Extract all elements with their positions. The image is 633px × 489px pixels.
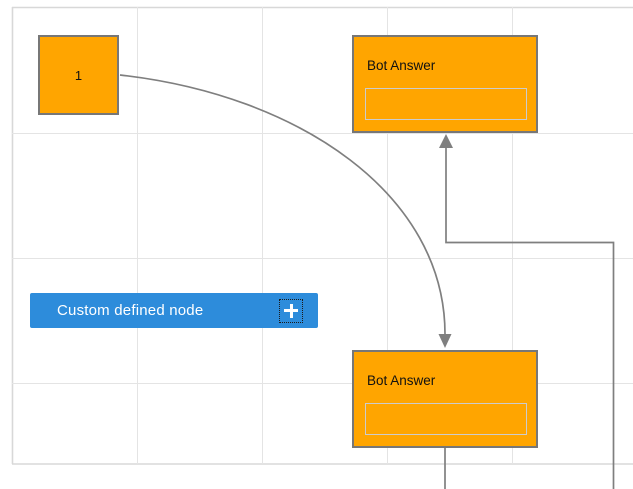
plus-icon[interactable] bbox=[279, 298, 303, 323]
bot-answer-title: Bot Answer bbox=[367, 58, 436, 73]
bot-answer-title: Bot Answer bbox=[367, 373, 436, 388]
node-bot-answer-top[interactable]: Bot Answer bbox=[352, 35, 538, 133]
connector-orthogonal-path[interactable] bbox=[445, 147, 615, 489]
node-start-label: 1 bbox=[74, 67, 83, 83]
arrow-up-icon bbox=[439, 134, 453, 148]
plus-icon-bar bbox=[289, 303, 293, 318]
bot-answer-text-field[interactable] bbox=[365, 403, 527, 435]
connector-curve[interactable] bbox=[119, 74, 452, 348]
node-bot-answer-bottom[interactable]: Bot Answer bbox=[352, 350, 538, 448]
node-start[interactable]: 1 bbox=[38, 35, 119, 115]
custom-node-label: Custom defined node bbox=[57, 302, 204, 319]
connector-curve-path[interactable] bbox=[119, 74, 446, 335]
connector-orthogonal[interactable] bbox=[439, 134, 615, 489]
node-custom-defined[interactable]: Custom defined node bbox=[30, 293, 318, 328]
arrow-down-icon bbox=[438, 334, 452, 348]
bot-answer-text-field[interactable] bbox=[365, 88, 527, 120]
